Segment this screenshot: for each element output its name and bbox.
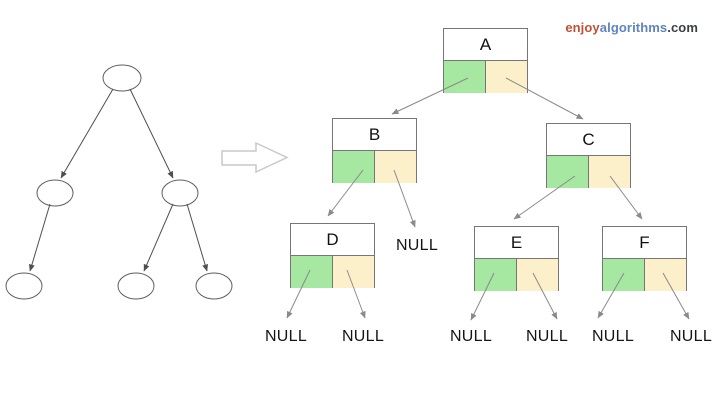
linked-node-E: E: [474, 226, 559, 291]
linked-node-F-left-pointer-cell: [603, 259, 645, 291]
null-label-E-right: NULL: [525, 328, 569, 345]
linked-node-C-left-pointer-cell: [547, 156, 589, 188]
linked-node-D-left-pointer-cell: [291, 256, 333, 288]
brand-tld: .com: [667, 20, 698, 35]
null-label-D-right: NULL: [341, 328, 385, 345]
linked-node-C: C: [546, 123, 631, 188]
tree-edge-B-D: [28, 203, 51, 272]
brand-algorithms: algorithms: [599, 20, 668, 35]
linked-node-F: F: [602, 226, 687, 291]
linked-node-F-right-pointer-cell: [645, 259, 686, 291]
tree-node-C-label: C: [174, 184, 186, 201]
linked-node-A: A: [443, 28, 528, 93]
null-label-D-left: NULL: [264, 328, 308, 345]
linked-node-A-value: A: [444, 29, 527, 61]
linked-node-E-left-pointer-cell: [475, 259, 517, 291]
linked-node-A-right-pointer-cell: [486, 61, 527, 93]
tree-node-E-label: E: [130, 277, 141, 294]
tree-edge-C-F: [186, 203, 209, 272]
brand-enjoy: enjoy: [565, 20, 600, 35]
linked-node-B-right-pointer-cell: [375, 151, 416, 183]
tree-node-D-label: D: [18, 277, 30, 294]
null-label-E-left: NULL: [449, 328, 493, 345]
linked-node-D-right-pointer-cell: [333, 256, 374, 288]
tree-node-F-label: F: [209, 277, 219, 294]
null-label-F-right: NULL: [669, 328, 713, 345]
linked-node-E-right-pointer-cell: [517, 259, 558, 291]
tree-edge-C-E: [143, 203, 174, 272]
linked-node-C-value: C: [547, 124, 630, 156]
linked-node-C-right-pointer-cell: [589, 156, 630, 188]
linked-node-F-value: F: [603, 227, 686, 259]
linked-node-B: B: [332, 118, 417, 183]
tree-edge-A-B: [60, 88, 114, 179]
null-label-F-left: NULL: [591, 328, 635, 345]
transform-arrow-icon: [221, 141, 289, 174]
null-label-B-right: NULL: [395, 237, 439, 254]
tree-node-A-label: A: [116, 69, 127, 86]
linked-node-B-value: B: [333, 119, 416, 151]
tree-node-B-label: B: [49, 184, 60, 201]
brand-logo: enjoyalgorithms.com: [565, 20, 698, 35]
linked-node-D-value: D: [291, 224, 374, 256]
linked-node-D: D: [290, 223, 375, 288]
linked-node-B-left-pointer-cell: [333, 151, 375, 183]
linked-node-E-value: E: [475, 227, 558, 259]
linked-node-A-left-pointer-cell: [444, 61, 486, 93]
tree-edge-A-C: [129, 88, 174, 179]
